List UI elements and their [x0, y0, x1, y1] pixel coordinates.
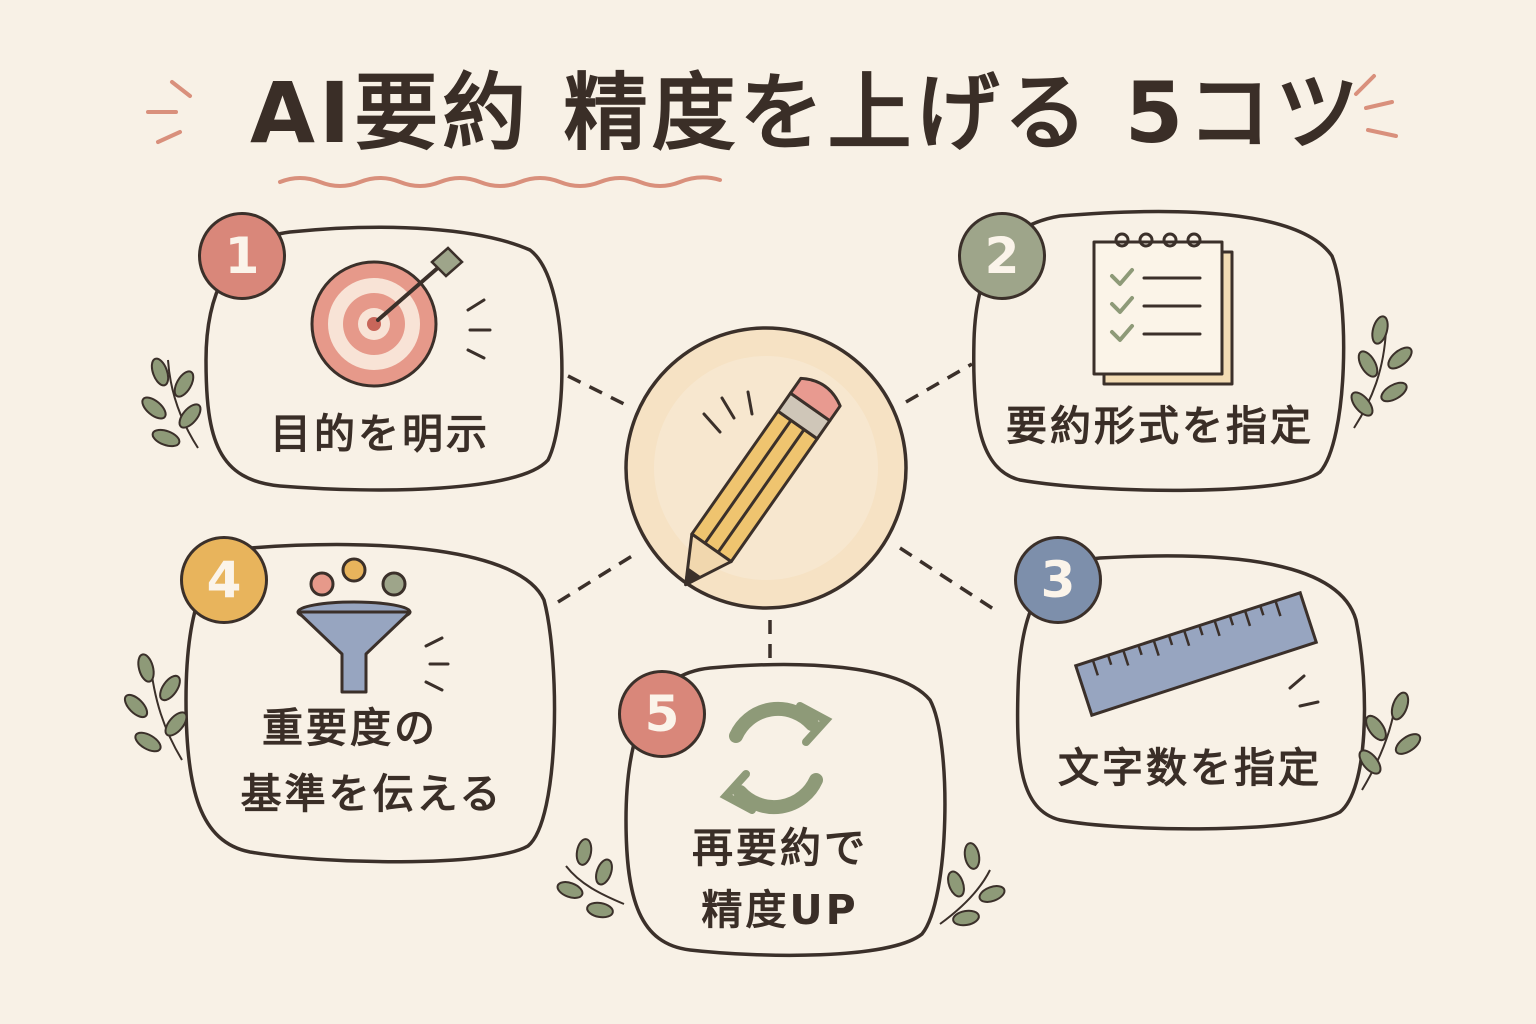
tip-label-5-line-2: 精度UP [701, 886, 859, 934]
step-badge-4: 4 [180, 536, 268, 624]
tip-label-3: 文字数を指定 [1058, 744, 1322, 792]
tip-card-4 [184, 542, 557, 864]
checklist-notepad-icon [1092, 232, 1234, 386]
leaf-sprig-bottom-right [939, 842, 1006, 927]
pencil-icon [684, 376, 842, 587]
leaf-sprig-right-upper [1350, 315, 1413, 429]
title-sparkle-left [146, 80, 192, 144]
leaf-sprig-left-upper [141, 357, 202, 449]
leaf-sprig-left-lower [123, 653, 188, 761]
leaf-sprig-right-lower [1358, 691, 1422, 791]
ruler-icon [1073, 590, 1320, 718]
leaf-sprig-bottom-left [556, 838, 625, 919]
tip-card-1 [204, 225, 564, 492]
tip-label-4-line-2: 基準を伝える [240, 770, 504, 818]
tip-label-5-line-1: 再要約で [692, 824, 868, 872]
center-hub [624, 326, 908, 610]
target-icon [310, 246, 492, 388]
tip-label-2: 要約形式を指定 [1006, 402, 1314, 450]
tip-card-3 [1015, 554, 1367, 831]
tip-label-1: 目的を明示 [270, 410, 490, 458]
page-title: AI要約 精度を上げる 5コツ [250, 64, 1364, 162]
connector-3 [899, 546, 999, 614]
step-badge-3: 3 [1014, 536, 1102, 624]
title-underline [278, 175, 722, 188]
connector-1 [567, 374, 633, 410]
tip-card-5 [624, 662, 947, 958]
connector-lines [557, 362, 999, 660]
funnel-icon [296, 557, 450, 694]
step-badge-2: 2 [958, 212, 1046, 300]
connector-2 [905, 362, 973, 404]
tip-label-4-line-1: 重要度の [262, 704, 438, 752]
tip-card-2 [971, 209, 1346, 493]
connector-4 [557, 554, 633, 604]
refresh-arrows-icon [719, 701, 833, 815]
step-badge-1: 1 [198, 212, 286, 300]
step-badge-5: 5 [618, 670, 706, 758]
title-sparkle-right [1354, 74, 1398, 138]
